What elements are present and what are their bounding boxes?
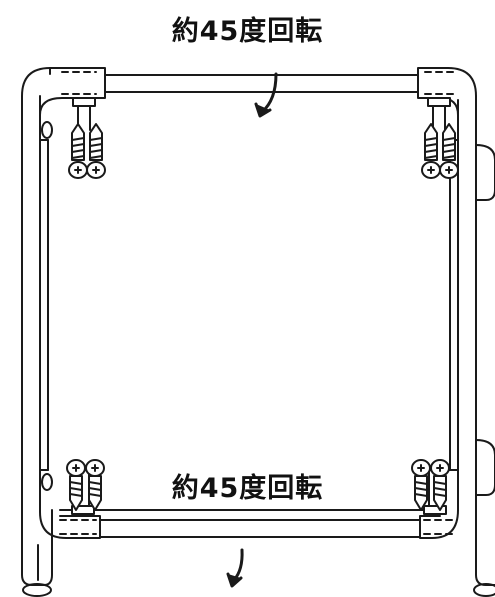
pipe-joint-icon (417, 67, 477, 131)
bottom-rotation-instruction: 約45度回転 (171, 473, 324, 504)
screw-icon (86, 123, 106, 179)
right-vertical-pipe (449, 95, 495, 511)
screw-icon (85, 459, 105, 511)
bottom-horizontal-pipe (59, 509, 439, 538)
screw-icon (439, 123, 459, 179)
left-vertical-pipe (21, 95, 49, 501)
rotation-arrow-icon (226, 548, 244, 588)
screw-icon (430, 459, 450, 511)
screw-icon (68, 123, 88, 179)
top-rotation-instruction: 約45度回転 (171, 16, 324, 47)
rotation-arrow-icon (254, 72, 278, 118)
screw-icon (411, 459, 431, 511)
screw-icon (66, 459, 86, 511)
screw-icon (421, 123, 441, 179)
top-horizontal-pipe (104, 74, 419, 93)
